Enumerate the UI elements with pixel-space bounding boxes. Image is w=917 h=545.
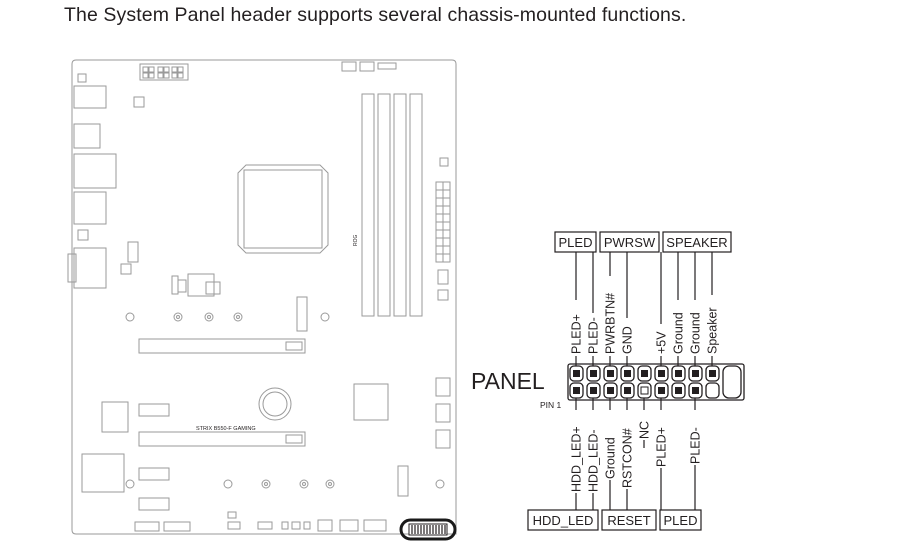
pin-label-pled-plus-top: PLED+ <box>570 314 584 354</box>
group-label-reset: RESET <box>607 513 650 528</box>
group-label-hdd-led: HDD_LED <box>533 513 594 528</box>
chip-cluster <box>171 273 221 297</box>
pin1-label: PIN 1 <box>540 400 562 410</box>
panel-header-highlight <box>399 518 457 541</box>
intro-text: The System Panel header supports several… <box>64 4 687 26</box>
group-label-pled-bottom: PLED <box>664 513 698 528</box>
pin-label-nc: NC <box>638 421 652 439</box>
top-leader-lines <box>575 252 713 366</box>
pcie-slot-2 <box>138 431 306 447</box>
top-fan-header <box>341 61 397 72</box>
board-series-label: ROG <box>353 235 359 247</box>
board-outline <box>71 59 457 535</box>
bottom-group-boxes <box>527 509 702 531</box>
bottom-pin-labels: HDD_LED+ HDD_LED- Ground RSTCON# NC PLED… <box>570 421 703 492</box>
chipset <box>353 383 389 421</box>
pin-label-pled-minus-bottom: PLED- <box>689 427 703 464</box>
dimm-slots <box>361 93 423 317</box>
pin-label-rstcon: RSTCON# <box>621 428 635 488</box>
atx-power-connector <box>435 157 451 301</box>
sata-ports <box>435 377 451 449</box>
pin-label-pwrbtn: PWRBTN# <box>604 293 618 354</box>
pin-label-5v: +5V <box>655 331 669 354</box>
pcie-x16-slot <box>138 338 306 354</box>
top-pin-labels: PLED+ PLED- PWRBTN# GND +5V Ground Groun… <box>570 293 720 354</box>
board-model-label: STRIX B550-F GAMING <box>196 426 256 432</box>
group-label-pwrsw: PWRSW <box>604 235 656 250</box>
rear-io <box>67 73 117 289</box>
panel-title: PANEL <box>471 368 545 394</box>
pins <box>573 370 716 394</box>
cpu-socket <box>237 164 329 254</box>
top-group-boxes <box>554 231 732 253</box>
pin-label-hdd-led-plus: HDD_LED+ <box>570 426 584 492</box>
pin-label-ground-bottom: Ground <box>604 437 618 479</box>
motherboard-illustration <box>67 59 457 535</box>
pin-label-speaker: Speaker <box>706 307 720 354</box>
mounting-holes <box>125 312 445 489</box>
pin-label-gnd: GND <box>621 326 635 354</box>
panel-pinout-detail: PANEL PIN 1 <box>471 231 745 531</box>
pin-label-pled-minus-top: PLED- <box>587 317 601 354</box>
pin-label-ground-2: Ground <box>689 312 703 354</box>
group-label-pled-top: PLED <box>559 235 593 250</box>
group-label-speaker: SPEAKER <box>666 235 727 250</box>
pin-label-ground-1: Ground <box>672 312 686 354</box>
pin-label-hdd-led-minus: HDD_LED- <box>587 429 601 492</box>
cpu-power-connector <box>139 63 189 81</box>
pin-label-pled-plus-bottom: PLED+ <box>655 427 669 467</box>
bottom-leader-lines <box>575 398 696 510</box>
bottom-headers <box>134 511 387 532</box>
cmos-battery <box>258 387 292 421</box>
